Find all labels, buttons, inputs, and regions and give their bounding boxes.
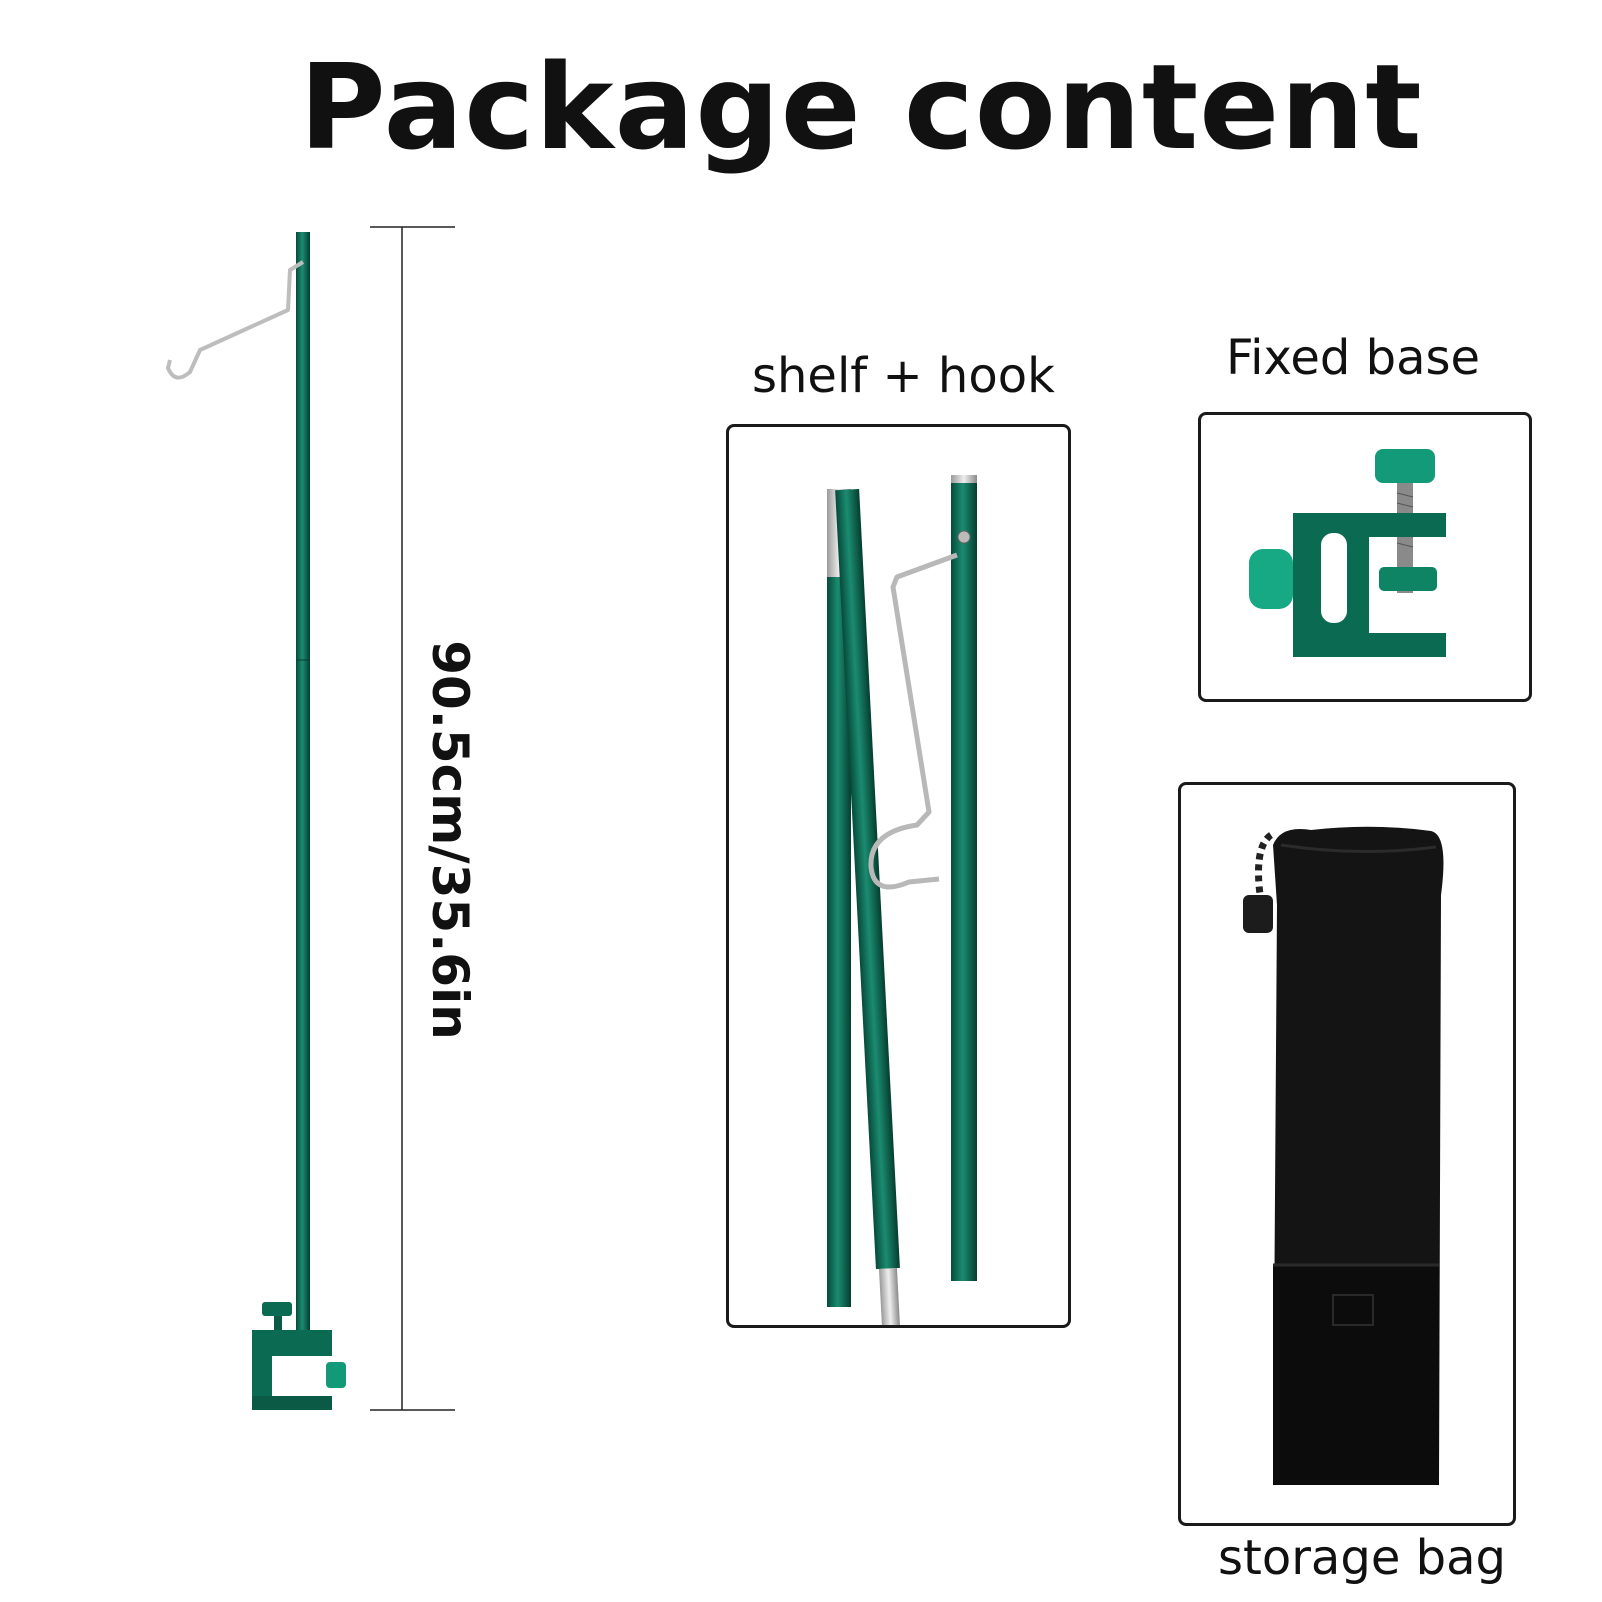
hook-arm <box>166 260 305 380</box>
shelf-hook-label: shelf + hook <box>752 348 1055 404</box>
fixed-base-box <box>1198 412 1532 702</box>
storage-bag-label: storage bag <box>1218 1530 1506 1586</box>
dimension-line <box>370 226 455 1411</box>
shelf-hook-illustration <box>827 475 977 1325</box>
storage-bag-illustration <box>1243 826 1444 1485</box>
storage-bag-box <box>1178 782 1516 1526</box>
pole <box>296 232 310 1330</box>
shelf-hook-box <box>726 424 1071 1328</box>
page-title: Package content <box>299 38 1423 176</box>
fixed-base-label: Fixed base <box>1226 330 1481 386</box>
pole-clamp <box>252 1302 346 1410</box>
fixed-base-illustration <box>1249 449 1446 657</box>
